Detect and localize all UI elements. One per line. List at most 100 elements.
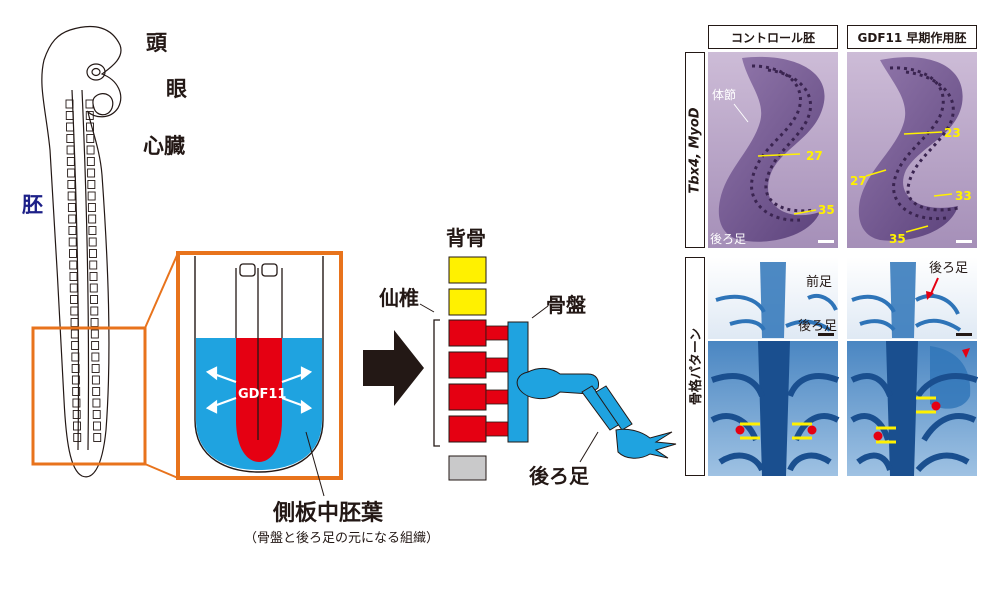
somite-count-treated-1: 23 [944, 126, 961, 140]
somite-left [66, 157, 75, 166]
column-header-treated: GDF11 早期作用胚 [847, 25, 977, 49]
somite-count-control-2: 35 [818, 203, 835, 217]
somite-left [66, 145, 75, 155]
row-header-genes-text: Tbx4, MyoD [687, 106, 703, 194]
label-hindlimb: 後ろ足 [529, 464, 589, 488]
somite-count-treated-2: 27 [850, 174, 867, 188]
somite-left [73, 421, 81, 431]
somite-right [90, 306, 99, 316]
somite-right [91, 341, 100, 350]
somite-left [65, 99, 74, 109]
somite-left [67, 203, 76, 212]
hindlimb-leader [579, 431, 599, 463]
somite-right [87, 168, 96, 178]
somite-right [92, 398, 101, 408]
somite-right [92, 387, 101, 396]
somite-right [88, 226, 97, 235]
somite-left [69, 260, 78, 270]
somite-right [87, 203, 96, 212]
process-arrow [363, 330, 424, 406]
somite-count-treated-4: 35 [889, 232, 906, 246]
photo-label-hindlimb-control: 後ろ足 [710, 232, 747, 246]
label-gdf11: GDF11 [238, 387, 287, 402]
somite-right [86, 134, 95, 143]
embryo-region-box [31, 326, 147, 466]
somite-left [66, 134, 75, 143]
gdf11-region [236, 338, 282, 462]
somite-right [93, 433, 102, 442]
somite-right [87, 191, 96, 201]
photo-treated-genes [847, 52, 977, 248]
somite-right [86, 157, 95, 166]
label-pelvis: 骨盤 [546, 293, 586, 317]
hindlimb-bones [581, 385, 677, 459]
photo-label-somite: 体節 [712, 88, 737, 102]
somite-left [72, 410, 81, 419]
photo-label-hindlimb-skel-control: 後ろ足 [798, 319, 838, 334]
label-lateral-plate: 側板中胚葉 [273, 501, 384, 526]
somite-right [86, 122, 94, 132]
label-sacrum: 仙椎 [379, 286, 419, 310]
somite-left [68, 226, 77, 235]
somite-right [90, 295, 98, 304]
somite-left [72, 398, 81, 408]
somite-right [89, 249, 97, 258]
somite-right [93, 421, 101, 431]
row-header-skeleton-text: 骨格パターン [689, 327, 705, 406]
somite-left [67, 180, 76, 189]
somite-right [89, 272, 98, 281]
diffusion-arrows [205, 366, 313, 414]
somite-right [87, 180, 96, 189]
somite-left [72, 387, 81, 396]
column-header-control: コントロール胚 [708, 25, 838, 49]
somite-left [69, 283, 78, 293]
photo-control-skeleton [708, 257, 840, 476]
label-embryo: 胚 [22, 193, 43, 217]
label-eye: 眼 [166, 77, 187, 101]
somite-right [90, 329, 99, 339]
somite-right [86, 145, 95, 155]
somite-left [65, 111, 74, 120]
somite-left [71, 364, 80, 373]
somite-right [91, 352, 100, 362]
somite-right [88, 214, 97, 224]
sacrum-leader [419, 303, 435, 313]
somite-left [70, 306, 79, 316]
somite-right [89, 260, 98, 270]
somite-right [85, 99, 94, 109]
somite-right [85, 111, 94, 120]
somite-left [70, 318, 79, 327]
photo-control-genes [708, 52, 838, 248]
somite-left [69, 249, 77, 258]
photo-treated-skeleton [847, 257, 979, 476]
sacrum-bracket [433, 319, 440, 447]
somite-right [88, 237, 97, 247]
somite-left [68, 237, 77, 247]
somite-right [92, 410, 101, 419]
somite-right [89, 283, 98, 293]
somite-left [71, 341, 80, 350]
somite-count-control-1: 27 [806, 149, 823, 163]
somite-left [67, 191, 76, 201]
somite-left [67, 168, 76, 178]
somite-left [68, 214, 77, 224]
sacral-connectors [485, 325, 509, 437]
row-header-genes: Tbx4, MyoD [685, 52, 705, 248]
somite-left [66, 122, 74, 132]
somite-left [71, 375, 80, 385]
label-head: 頭 [146, 31, 167, 55]
vertebral-column [448, 256, 487, 481]
somite-left [73, 433, 82, 442]
label-lateral-plate-note: （骨盤と後ろ足の元になる組織） [244, 531, 440, 546]
label-backbone: 背骨 [446, 226, 486, 250]
somite-left [69, 272, 78, 281]
photo-label-forelimb: 前足 [806, 275, 833, 290]
zoom-line-top [144, 252, 179, 329]
row-header-skeleton: 骨格パターン [685, 257, 705, 476]
pelvis-leader [531, 305, 549, 319]
somite-right [91, 375, 100, 385]
somite-left [71, 352, 80, 362]
embryo-outline [41, 25, 122, 478]
